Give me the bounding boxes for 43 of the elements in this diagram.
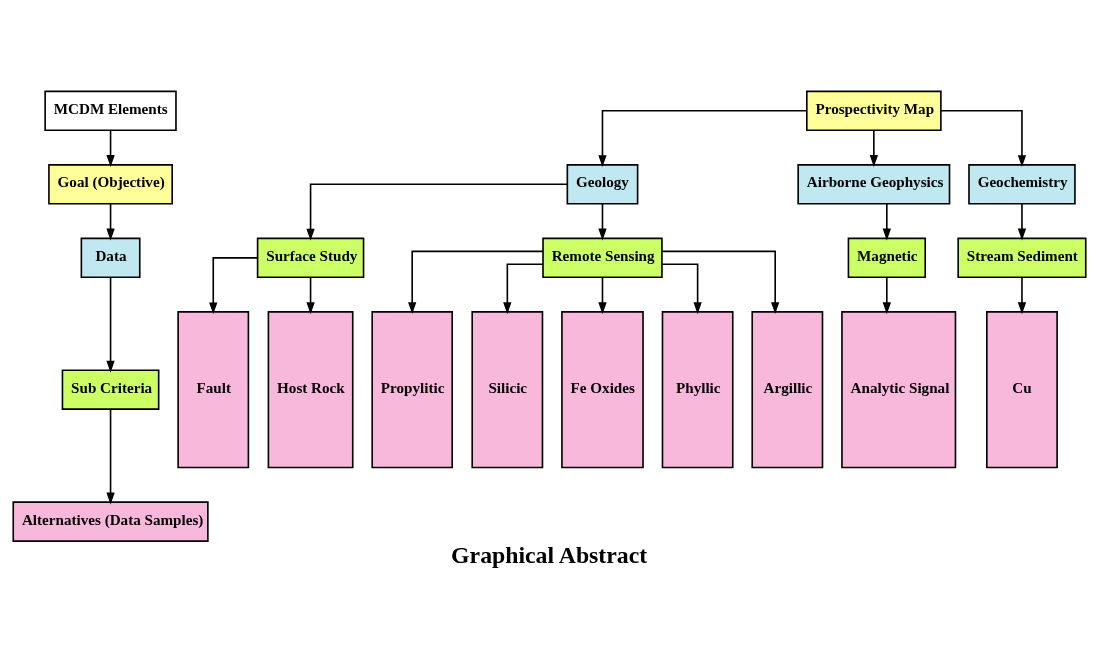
- arrow: [106, 275, 115, 373]
- node-box: Cu: [986, 310, 1058, 468]
- node-box: Airborne Geophysics: [797, 163, 951, 205]
- arrow: [106, 202, 115, 241]
- arrow: [106, 407, 115, 505]
- node-box: Magnetic: [847, 237, 926, 278]
- node-box: Analytic Signal: [841, 310, 957, 468]
- node-box: Sub Criteria: [61, 368, 160, 410]
- arrow: [598, 109, 808, 167]
- node-box: MCDM Elements: [44, 90, 177, 131]
- node-box: Geology: [566, 163, 639, 205]
- node-box: Fe Oxides: [561, 310, 644, 468]
- node-box: Host Rock: [267, 310, 354, 468]
- arrow: [503, 263, 544, 314]
- node-box: Phyllic: [661, 310, 734, 468]
- node-box: Data: [80, 237, 141, 278]
- arrow: [209, 256, 259, 314]
- arrow: [306, 275, 315, 314]
- arrow: [598, 202, 607, 241]
- node-box: Silicic: [471, 310, 544, 468]
- node-box: Argillic: [751, 310, 824, 468]
- caption: Graphical Abstract: [451, 541, 648, 568]
- node-box: Alternatives (Data Samples): [12, 500, 209, 542]
- arrow: [661, 250, 780, 314]
- node-box: Prospectivity Map: [806, 90, 942, 131]
- arrow: [869, 129, 878, 167]
- node-box: Remote Sensing: [542, 237, 663, 278]
- node-box: Surface Study: [256, 237, 365, 278]
- arrow: [882, 202, 891, 241]
- node-box: Propylitic: [371, 310, 453, 468]
- arrow: [598, 275, 607, 314]
- arrow: [106, 129, 115, 167]
- arrow: [1017, 202, 1027, 241]
- node-box: Fault: [177, 310, 250, 468]
- arrow: [661, 263, 702, 314]
- arrow: [882, 275, 891, 314]
- arrow: [306, 183, 569, 241]
- node-box: Goal (Objective): [48, 163, 173, 205]
- arrow: [1017, 275, 1027, 314]
- arrow: [408, 250, 544, 314]
- arrow: [940, 109, 1027, 167]
- node-box: Geochemistry: [968, 163, 1076, 205]
- node-box: Stream Sediment: [957, 237, 1087, 278]
